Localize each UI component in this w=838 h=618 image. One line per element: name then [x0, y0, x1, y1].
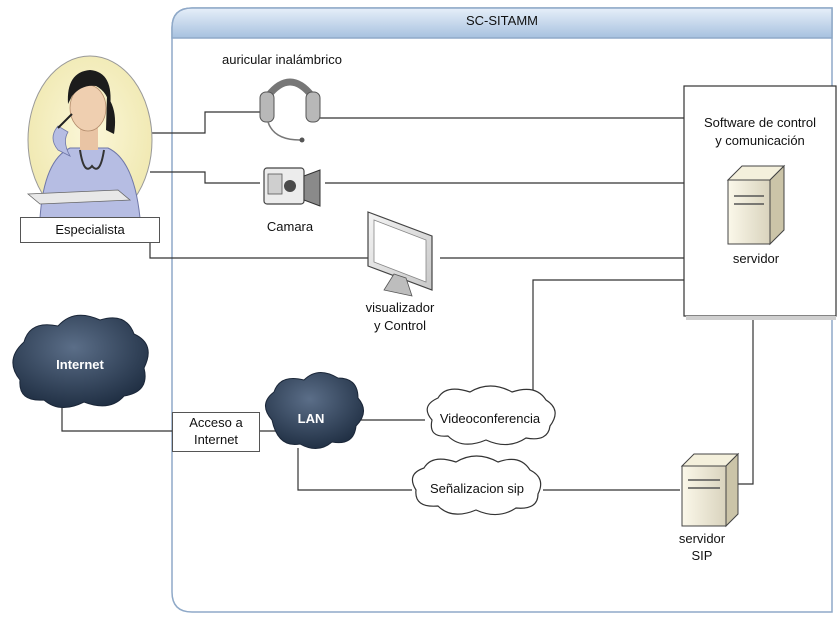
headset-label: auricular inalámbrico: [222, 52, 342, 67]
internet-access-line2: Internet: [193, 432, 239, 447]
specialist-label-box: Especialista: [20, 217, 160, 243]
sip-server-icon: [680, 452, 740, 528]
monitor-icon: [367, 211, 433, 297]
connections: [61, 111, 754, 491]
internet-access-box: Acceso a Internet: [172, 412, 260, 452]
internet-cloud: [12, 314, 149, 408]
monitor-label-line2: y Control: [373, 318, 427, 333]
system-frame: [171, 7, 833, 613]
line-specialist-camera: [150, 171, 260, 184]
specialist-icon: [26, 55, 153, 225]
line-specialist-headset: [150, 111, 262, 134]
line-internet-acceso: [61, 402, 172, 432]
sip-server-label-line2: SIP: [691, 548, 713, 563]
page-title: SC-SITAMM: [466, 13, 538, 28]
camera-icon: [263, 167, 321, 207]
internet-label: Internet: [56, 357, 104, 372]
headset-icon: [259, 78, 321, 143]
line-videoconf-software: [532, 279, 684, 398]
signaling-cloud: [411, 455, 542, 516]
specialist-label: Especialista: [55, 222, 125, 237]
server-icon: [726, 164, 786, 246]
lan-cloud: [265, 372, 364, 449]
sip-server-label-line1: servidor: [678, 531, 726, 546]
videoconference-cloud: [426, 385, 556, 446]
line-lan-sip: [297, 448, 412, 491]
signaling-label: Señalizacion sip: [430, 481, 524, 496]
camera-label: Camara: [266, 219, 314, 234]
line-specialist-monitor: [149, 243, 368, 259]
internet-access-line1: Acceso a: [189, 415, 243, 430]
videoconference-label: Videoconferencia: [439, 411, 541, 426]
lan-label: LAN: [297, 411, 325, 426]
software-label-line1: Software de control: [703, 115, 816, 130]
monitor-label-line1: visualizador: [365, 300, 435, 315]
server-label: servidor: [732, 251, 780, 266]
line-software-sip: [738, 316, 754, 485]
software-label-line2: y comunicación: [715, 133, 805, 148]
software-box: [683, 85, 837, 320]
